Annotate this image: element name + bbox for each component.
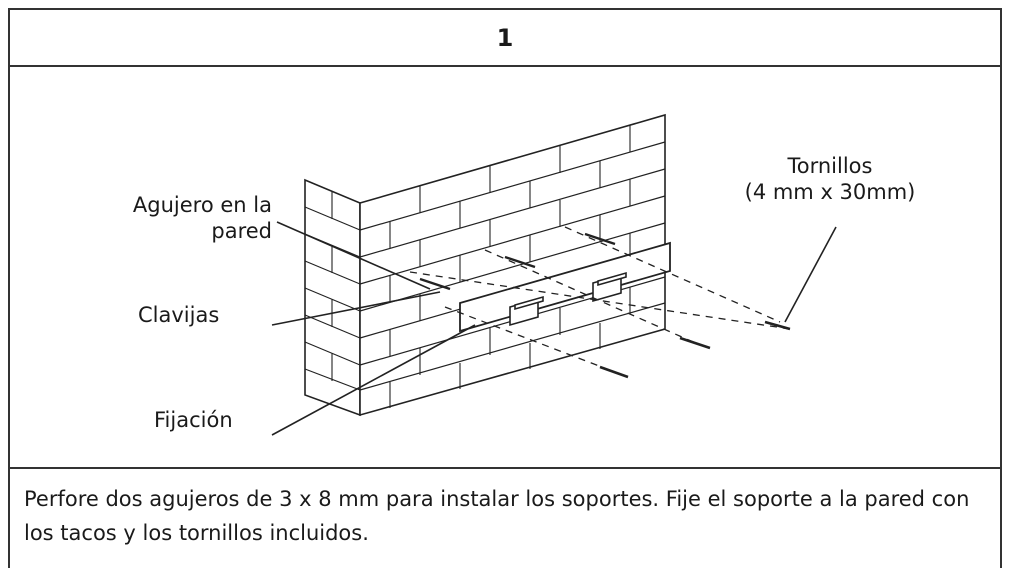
instruction-text: Perfore dos agujeros de 3 x 8 mm para in… [24,487,970,545]
label-wall-hole-line1: Agujero en la [132,193,272,217]
side-courses [304,191,361,391]
label-bracket: Fijación [154,408,233,432]
wall-plugs [419,232,616,291]
label-wall-plugs: Clavijas [138,303,220,327]
screw-guide-lines [409,226,791,375]
screws [599,320,791,379]
label-screws: Tornillos (4 mm x 30mm) [730,153,930,205]
step-header: 1 [10,10,1000,67]
label-screws-line1: Tornillos [787,154,873,178]
leader-lines [271,221,837,436]
step-number: 1 [496,23,514,52]
label-wall-hole-line2: pared [211,219,272,243]
label-wall-hole: Agujero en la pared [80,192,272,244]
bracket-slots [509,271,627,327]
brick-joints [389,125,631,408]
label-screws-line2: (4 mm x 30mm) [744,180,916,204]
brick-wall-illustration [271,113,837,436]
instruction-panel: 1 [8,8,1002,568]
mounting-diagram: Agujero en la pared Clavijas Fijación To… [10,67,1000,469]
